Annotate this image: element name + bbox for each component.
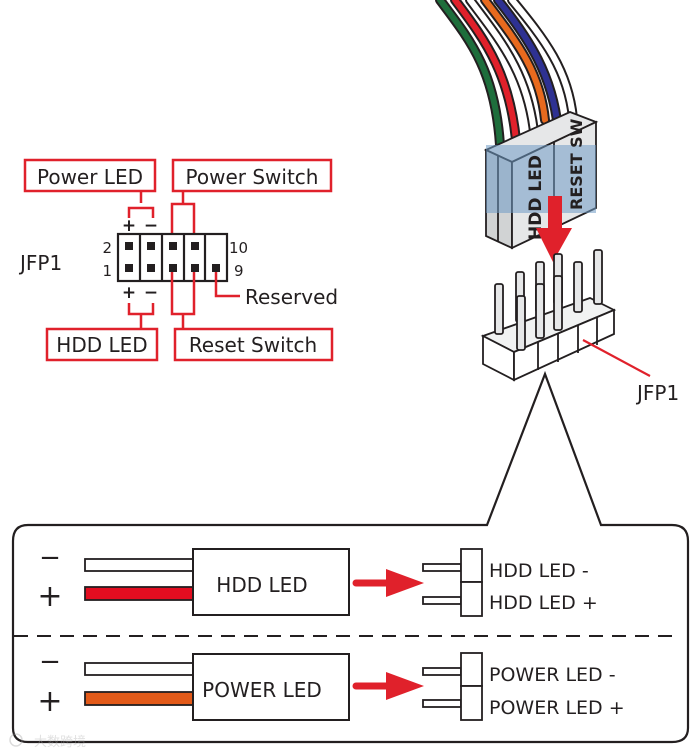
hdd-led-plus-label: HDD LED + [489, 592, 598, 614]
plug-label-reset-sw: RESET SW [567, 118, 586, 210]
wire-red [452, 0, 520, 155]
header-pin [535, 283, 545, 339]
pin-4 [147, 242, 155, 250]
power-led-callout-box [23, 158, 157, 193]
reset-switch-callout-label: Reset Switch [189, 333, 317, 357]
power-arrow-icon [352, 672, 424, 700]
reset-switch-callout-box [173, 327, 334, 362]
power-switch-callout-label: Power Switch [186, 165, 319, 189]
jfp1-label: JFP1 [18, 251, 62, 275]
pin-number-9: 9 [234, 262, 244, 280]
hdd-led-bracket [127, 303, 155, 329]
plug-label-hdd-led: HDD LED [526, 155, 546, 240]
pin-9 [212, 264, 220, 272]
power-switch-callout-box [171, 158, 333, 193]
hdd-minus-wire [84, 558, 194, 572]
plug-housing [483, 111, 599, 250]
pin-header-grid [116, 232, 229, 283]
power-plus-sign: + [37, 684, 62, 719]
hdd-led-connector-box [192, 548, 350, 616]
pin-header-3d [480, 249, 617, 382]
power-led-row: − + POWER LED POWER LED - POWER LED + [37, 647, 625, 721]
watermark-logo-icon [9, 733, 23, 747]
pin-number-1: 1 [102, 262, 112, 280]
hdd-led-connector-label: HDD LED [216, 573, 307, 597]
pin-6 [169, 242, 177, 250]
reserved-label: Reserved [245, 285, 338, 309]
wire-green [437, 0, 503, 148]
jfp1-illustration-label: JFP1 [635, 381, 679, 405]
power-pin-pair [422, 652, 483, 721]
pin-3 [147, 264, 155, 272]
hdd-led-callout-box [45, 327, 159, 362]
reserved-leader [214, 272, 240, 298]
header-pin [494, 283, 504, 335]
pin-8 [191, 242, 199, 250]
wire-bundle [435, 0, 578, 157]
hdd-plus-sign: + [37, 579, 62, 614]
watermark-text: 大数跨境 [34, 735, 86, 750]
power-led-plus-label: POWER LED + [489, 697, 625, 719]
insert-arrow-icon [536, 196, 572, 262]
power-minus-sign: − [39, 647, 61, 677]
polarity-bottom-minus: − [144, 283, 158, 303]
pin-1 [125, 264, 133, 272]
power-led-callout-label: Power LED [37, 165, 143, 189]
power-plus-wire [84, 691, 194, 706]
connector-illustration: HDD LED RESET SW [435, 0, 679, 405]
pin-5 [169, 264, 177, 272]
hdd-plus-wire [84, 586, 194, 601]
wire-white-2 [509, 0, 576, 121]
power-led-connector-box [192, 653, 350, 721]
jfp1-schematic: Power LED Power Switch + − JFP1 2 1 10 9 [18, 158, 338, 362]
power-led-minus-label: POWER LED - [489, 664, 616, 686]
pin-number-10: 10 [229, 239, 248, 257]
reset-switch-bracket [170, 272, 196, 329]
header-pin [573, 261, 583, 313]
jfp1-leader-line [582, 339, 651, 377]
watermark: 大数跨境 [9, 733, 86, 750]
pin-7 [191, 264, 199, 272]
header-pin [516, 295, 526, 351]
header-pin [593, 249, 603, 305]
hdd-led-minus-label: HDD LED - [489, 560, 589, 582]
hdd-led-callout-label: HDD LED [56, 333, 147, 357]
wire-white-1 [467, 0, 538, 145]
power-led-bracket [127, 191, 155, 218]
power-switch-bracket [170, 191, 196, 246]
polarity-top-plus: + [122, 216, 136, 236]
pin-2 [125, 242, 133, 250]
pin-number-2: 2 [102, 239, 112, 257]
hdd-led-row: − + HDD LED HDD LED - HDD LED + [37, 543, 598, 617]
wire-blue [495, 0, 561, 131]
hdd-arrow-icon [352, 569, 424, 597]
hdd-pin-pair [422, 548, 483, 617]
power-minus-wire [84, 662, 194, 676]
power-led-connector-label: POWER LED [202, 678, 322, 702]
header-pin [553, 275, 563, 331]
polarity-top-minus: − [144, 216, 158, 236]
callout-panel-outline [11, 370, 690, 744]
wire-orange [482, 0, 548, 123]
polarity-bottom-plus: + [122, 283, 136, 303]
detail-panel: − + HDD LED HDD LED - HDD LED + − + [11, 370, 690, 744]
hdd-minus-sign: − [39, 543, 61, 573]
